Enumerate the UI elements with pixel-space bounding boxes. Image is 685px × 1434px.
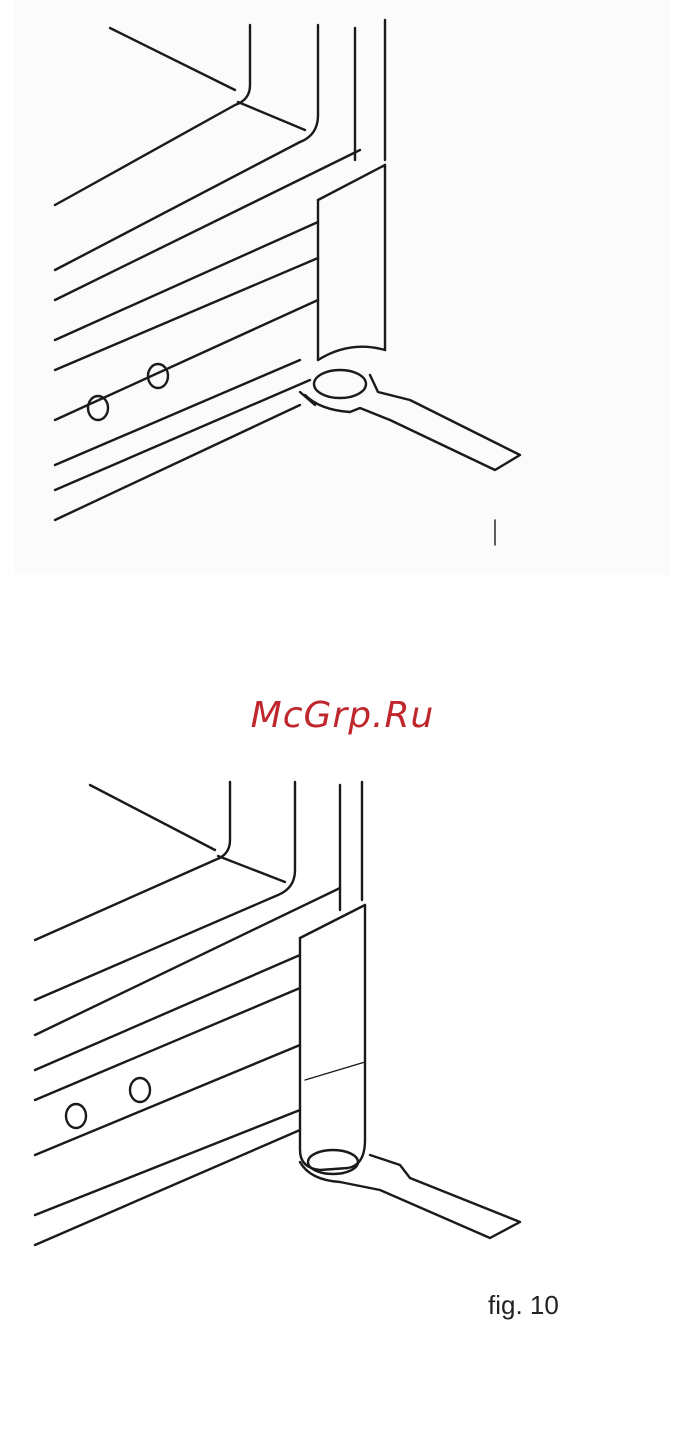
inner-panel-corner [35, 782, 295, 1000]
appliance-foot-drawing-bottom [0, 770, 685, 1270]
watermark: McGrp.Ru [0, 695, 685, 736]
leg-body [300, 905, 365, 1150]
rail-line-4 [35, 1110, 300, 1215]
mounting-hole-1 [66, 1104, 86, 1128]
foot-pad [308, 1150, 358, 1174]
illustration-foot-adjusted [0, 770, 685, 1270]
leg-seam [305, 1062, 365, 1080]
top-edge-line [90, 785, 215, 850]
figure-caption: fig. 10 [488, 1290, 559, 1321]
foot-plate [300, 1155, 520, 1238]
figure-background [15, 0, 670, 575]
mounting-hole-2 [130, 1078, 150, 1102]
frame-line-1 [35, 888, 340, 1035]
panel-edge-line [218, 856, 285, 882]
rail-line-3 [35, 1045, 300, 1155]
rail-line-5 [35, 1130, 300, 1245]
illustration-foot-turned-out [0, 0, 685, 590]
side-column [340, 782, 362, 910]
top-panel-corner [35, 782, 230, 940]
frame-line-2 [300, 905, 365, 938]
appliance-foot-drawing-top [0, 0, 685, 590]
rail-line-2 [35, 988, 300, 1100]
